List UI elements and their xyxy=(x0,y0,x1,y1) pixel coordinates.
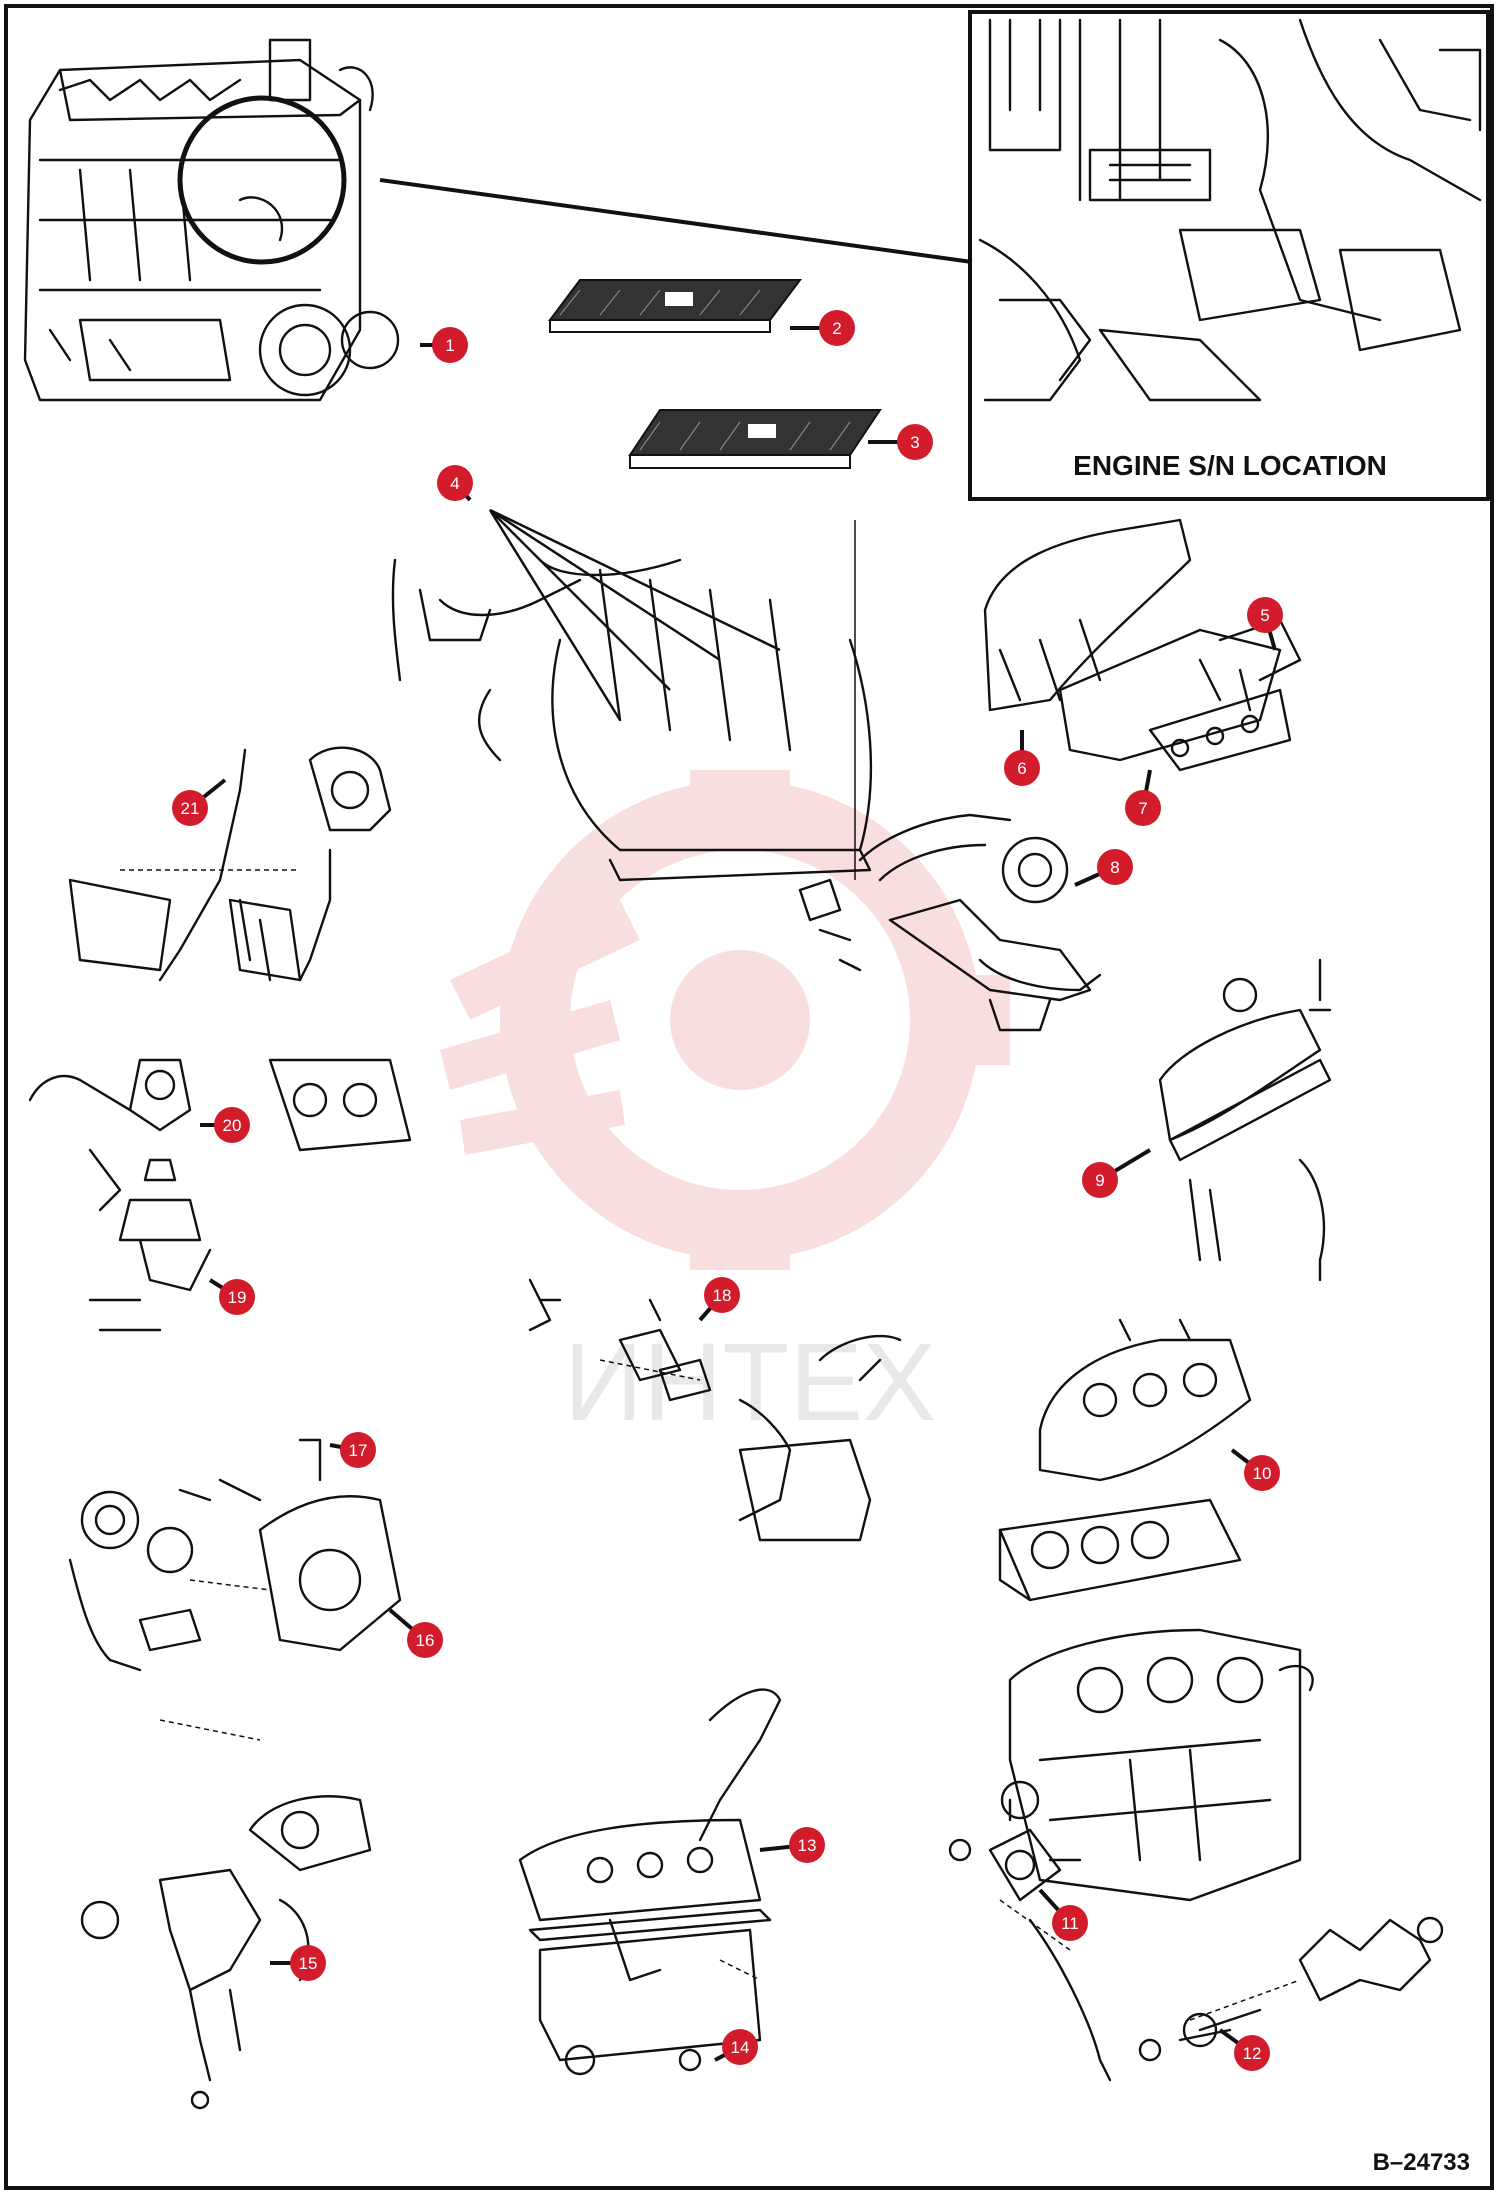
callout-14: 14 xyxy=(714,2029,758,2065)
callout-17: 17 xyxy=(329,1432,376,1468)
manifold-drawing xyxy=(983,518,1302,772)
callout-badge xyxy=(172,790,208,826)
callout-13: 13 xyxy=(759,1827,825,1863)
thermostat-drawing xyxy=(28,1058,412,1332)
callout-badge xyxy=(897,424,933,460)
callout-badge xyxy=(437,465,473,501)
callout-badge xyxy=(1004,750,1040,786)
callout-number: 2 xyxy=(832,319,841,338)
callout-badge xyxy=(1234,2035,1270,2071)
water-pump-drawing xyxy=(80,1795,372,2110)
callout-number: 20 xyxy=(223,1116,242,1135)
callout-2: 2 xyxy=(790,310,855,346)
valve-cover-drawing xyxy=(1158,958,1332,1282)
callout-number: 21 xyxy=(181,799,200,818)
callout-badge xyxy=(219,1279,255,1315)
inset-caption: ENGINE S/N LOCATION xyxy=(1073,450,1387,481)
gear-case-drawing xyxy=(68,1438,402,1672)
callout-3: 3 xyxy=(868,424,933,460)
callout-number: 14 xyxy=(731,2038,750,2057)
callout-19: 19 xyxy=(208,1278,255,1315)
callout-badge xyxy=(1244,1455,1280,1491)
callout-number: 6 xyxy=(1017,759,1026,778)
callout-number: 13 xyxy=(798,1836,817,1855)
oil-line-drawing xyxy=(68,746,392,982)
callout-badge xyxy=(340,1432,376,1468)
callout-number: 5 xyxy=(1260,606,1269,625)
turbo-exhaust-drawing xyxy=(798,813,1102,1032)
callout-8: 8 xyxy=(1074,849,1133,887)
callout-20: 20 xyxy=(200,1107,250,1143)
callout-badge xyxy=(432,327,468,363)
callout-number: 19 xyxy=(228,1288,247,1307)
callout-number: 9 xyxy=(1095,1171,1104,1190)
callout-10: 10 xyxy=(1230,1448,1280,1491)
engine-block-drawing xyxy=(1000,1628,1314,1902)
part-box-3 xyxy=(628,409,882,469)
callout-badge xyxy=(407,1622,443,1658)
callout-badge xyxy=(1097,849,1133,885)
callout-badge xyxy=(722,2029,758,2065)
watermark-text: ИНТЕХ xyxy=(564,1321,936,1444)
callout-number: 1 xyxy=(445,336,454,355)
callout-18: 18 xyxy=(698,1277,740,1322)
engine-assembly-drawing xyxy=(23,38,400,402)
callout-badge xyxy=(704,1277,740,1313)
callout-number: 16 xyxy=(416,1631,435,1650)
callout-7: 7 xyxy=(1125,769,1161,826)
callout-badge xyxy=(819,310,855,346)
serial-inset-drawing xyxy=(978,18,1482,402)
drawing-number: B–24733 xyxy=(1373,2149,1470,2176)
serial-inset-frame xyxy=(968,10,1490,501)
callout-badge xyxy=(214,1107,250,1143)
injector-group-drawing xyxy=(391,558,873,882)
callout-16: 16 xyxy=(388,1608,443,1658)
callout-12: 12 xyxy=(1218,2028,1270,2071)
callout-21: 21 xyxy=(172,778,227,826)
callout-badge xyxy=(1125,790,1161,826)
inset-leader-line xyxy=(379,178,973,264)
callout-number: 11 xyxy=(1061,1914,1079,1933)
callout-6: 6 xyxy=(1004,730,1040,786)
callout-4: 4 xyxy=(437,465,473,502)
callout-number: 18 xyxy=(713,1286,732,1305)
callout-badge xyxy=(1082,1162,1118,1198)
callout-number: 4 xyxy=(450,474,459,493)
callout-badge xyxy=(290,1945,326,1981)
callout-number: 3 xyxy=(910,433,919,452)
oil-pan-drawing xyxy=(518,1688,782,2076)
callout-badge xyxy=(1247,597,1283,633)
callout-15: 15 xyxy=(270,1945,326,1981)
callout-9: 9 xyxy=(1082,1148,1152,1198)
reference-lines xyxy=(120,869,1301,2021)
oil-pump-drawing xyxy=(948,1798,1112,2082)
callout-number: 17 xyxy=(349,1441,368,1460)
callout-badge xyxy=(789,1827,825,1863)
callout-number: 7 xyxy=(1138,799,1147,818)
cylinder-head-drawing xyxy=(998,1318,1252,1602)
callout-number: 8 xyxy=(1110,858,1119,877)
callout-11: 11 xyxy=(1038,1888,1088,1941)
callout-5: 5 xyxy=(1247,597,1283,651)
serial-location-circle xyxy=(177,95,347,265)
callout-number: 15 xyxy=(299,1954,318,1973)
part-box-2 xyxy=(548,279,802,333)
callout-badge xyxy=(1052,1905,1088,1941)
sensor-drawing xyxy=(528,1278,902,1542)
injector-leaders xyxy=(488,508,781,721)
callout-number: 12 xyxy=(1243,2044,1262,2063)
callout-1: 1 xyxy=(420,327,468,363)
callout-number: 10 xyxy=(1253,1464,1272,1483)
